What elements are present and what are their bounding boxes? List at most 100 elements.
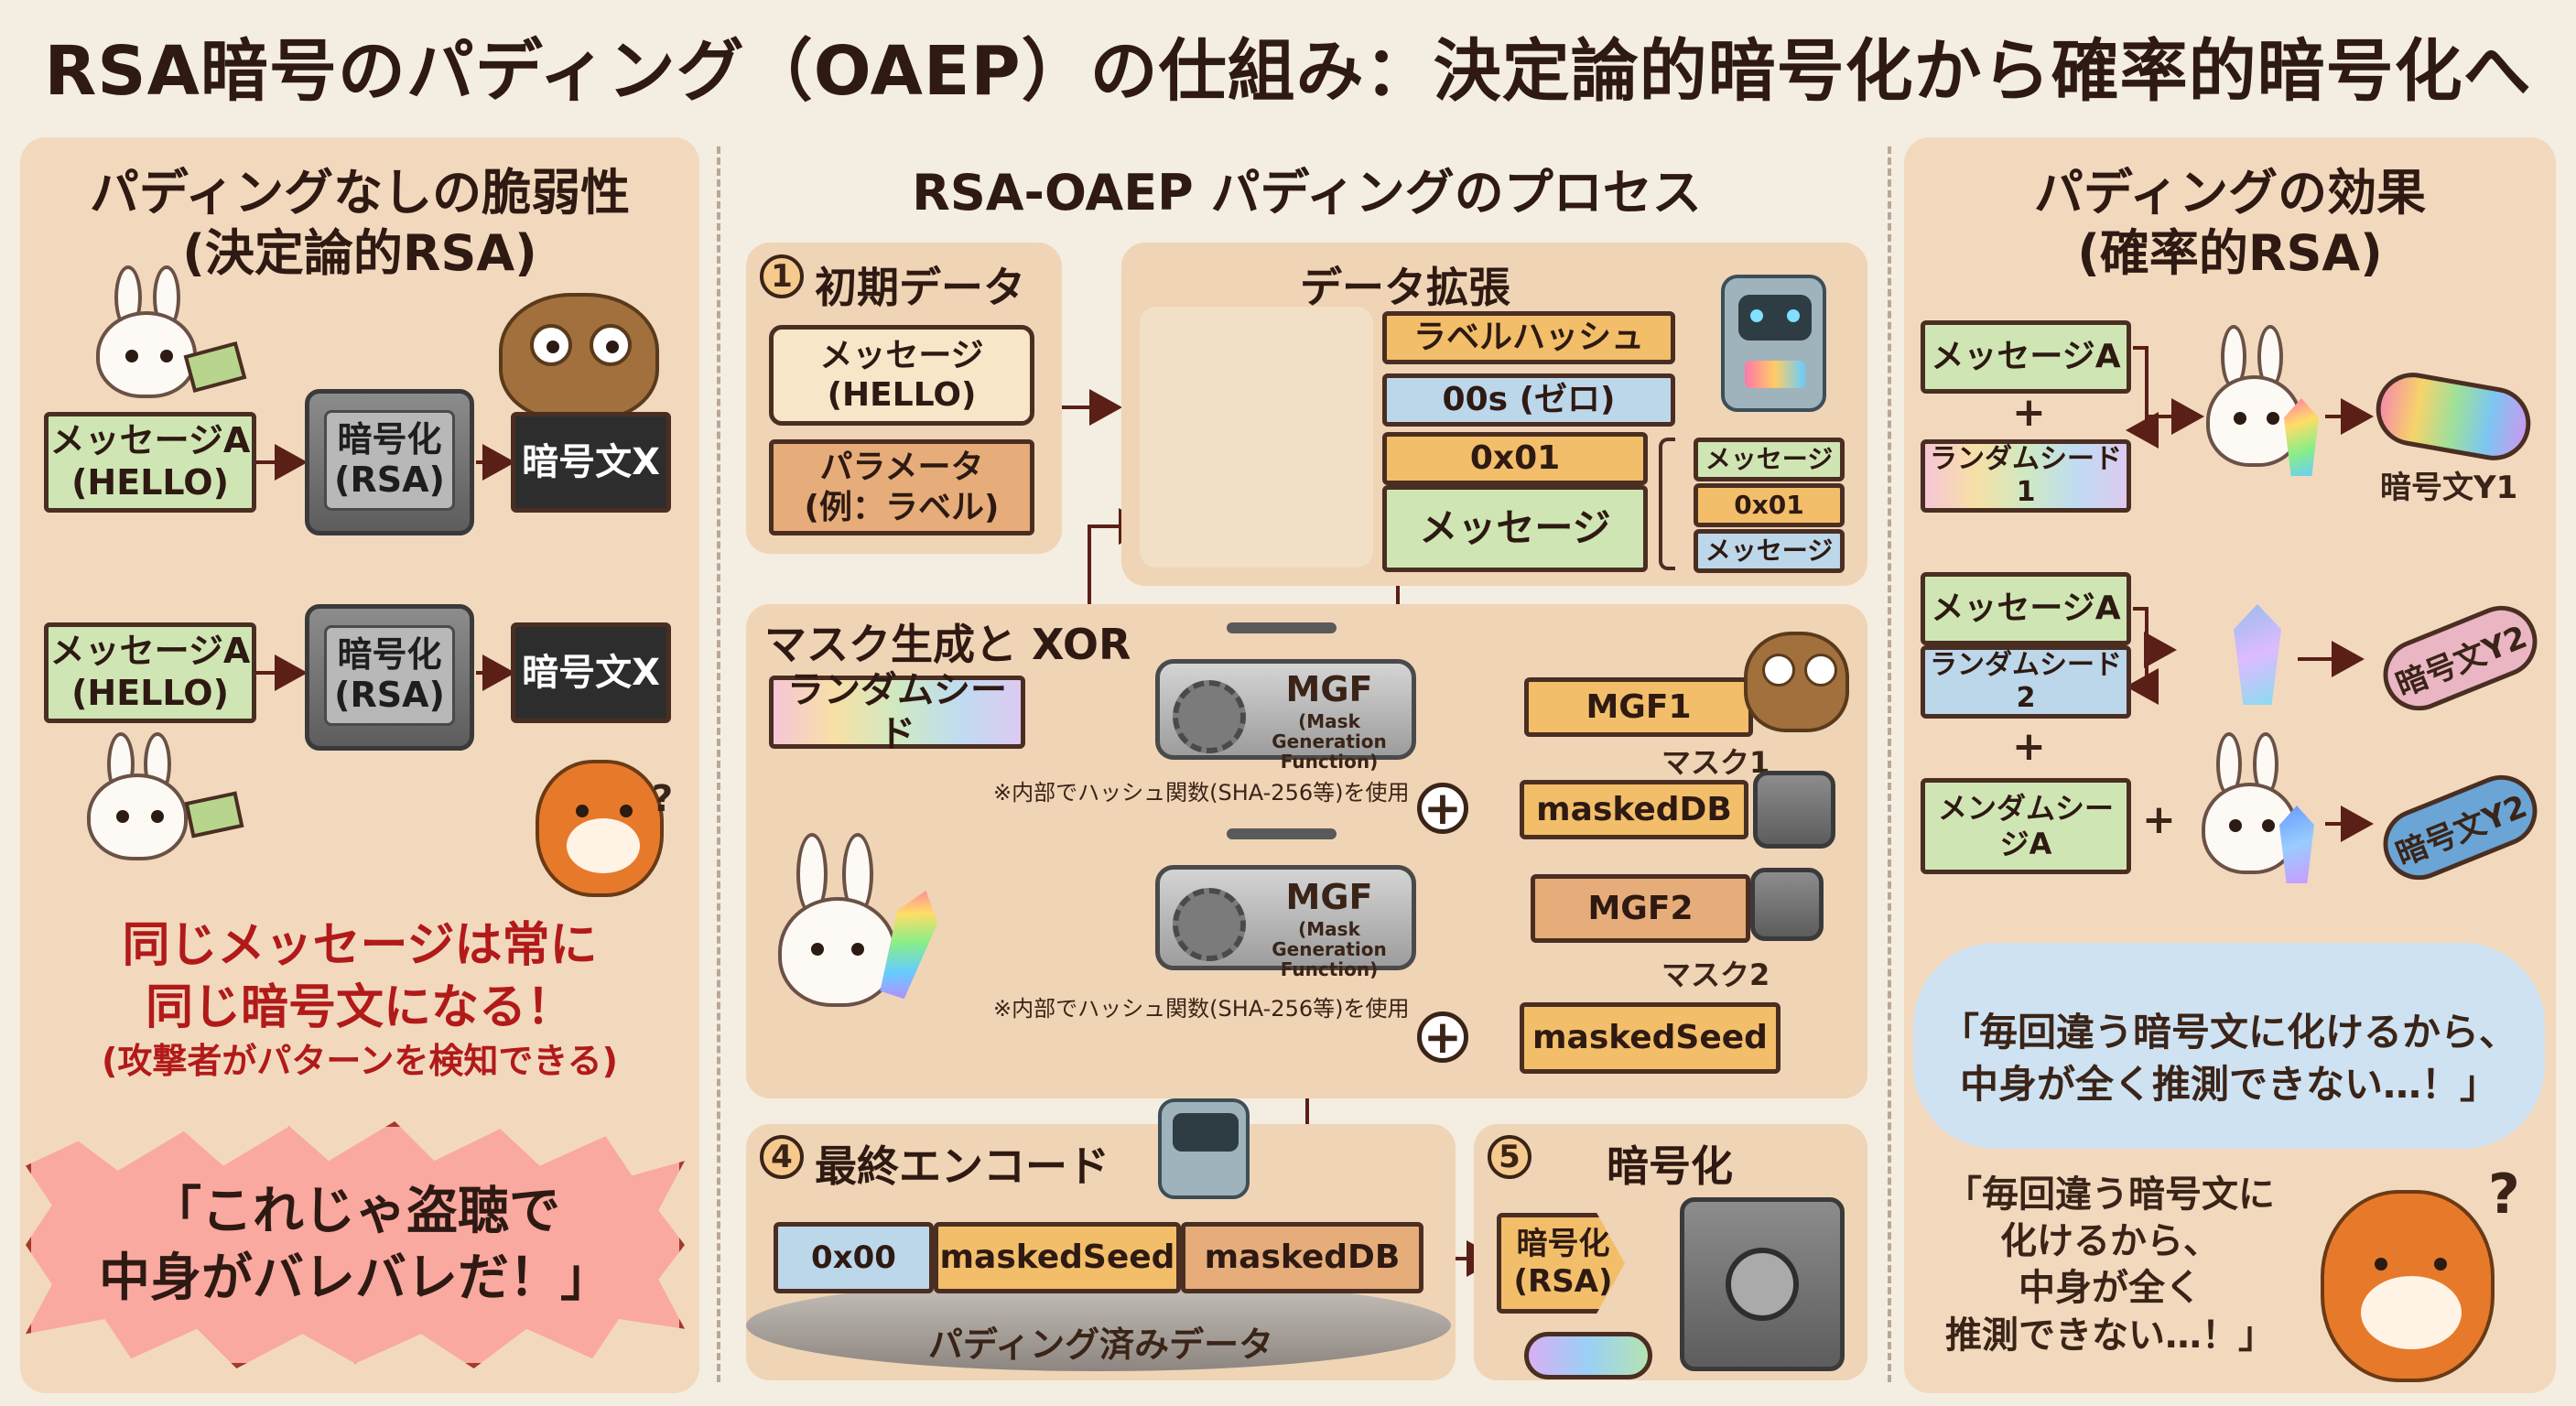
mgf-sub-2: (Mask Generation Function)	[1272, 918, 1387, 980]
right-heading-line1: パディングの効果	[2033, 164, 2427, 222]
r3-message: メンダムシージA	[1921, 778, 2131, 874]
left-message-1: メッセージA (HELLO)	[44, 412, 256, 513]
xor-icon-1: +	[1417, 783, 1468, 834]
r3-plus: +	[2142, 796, 2176, 843]
final-masked-db: maskedDB	[1181, 1222, 1423, 1293]
step4-label: 最終エンコード	[815, 1141, 1109, 1191]
robot-icon-2	[1158, 1098, 1250, 1199]
divider-left	[717, 146, 720, 1382]
left-heading-line1: パディングなしの脆弱性	[89, 164, 631, 222]
hash-note-1: ※内部でハッシュ関数(SHA-256等)を使用	[993, 780, 1410, 806]
mgf-title-1: MGF	[1285, 669, 1373, 709]
left-warning: 同じメッセージは常に 同じ暗号文になる！ (攻撃者がパターンを検知できる)	[20, 915, 699, 1085]
mid-heading: RSA-OAEP パディングのプロセス	[912, 164, 1702, 222]
expand-empty-area	[1140, 307, 1373, 568]
r2-message: メッセージA	[1921, 572, 2131, 645]
step5-label: 暗号化	[1607, 1141, 1733, 1191]
expand-bracket	[1659, 438, 1675, 570]
r2-seed: ランダムシード2	[1921, 645, 2131, 719]
r1-seed: ランダムシード1	[1921, 439, 2131, 513]
final-0x00: 0x00	[774, 1222, 934, 1293]
r1-message: メッセージA	[1921, 320, 2131, 394]
thought-cloud	[1913, 943, 2545, 1149]
zeros-box: 00s (ゼロ)	[1382, 373, 1675, 427]
expand-label: データ拡張	[1300, 263, 1510, 312]
safe-icon-1	[1753, 771, 1835, 849]
propeller-icon	[1227, 622, 1337, 633]
mgf-machine-1: MGF (Mask Generation Function)	[1155, 659, 1416, 772]
bunny-right-2	[2192, 732, 2321, 906]
crystal-icon-r2	[2234, 604, 2281, 705]
capsule-icon-1	[1524, 1332, 1652, 1379]
bracket-r2	[2126, 607, 2159, 705]
step4-number: 4	[760, 1135, 804, 1179]
mgf2-box: MGF2	[1531, 874, 1750, 943]
left-heading: パディングなしの脆弱性 (決定論的RSA)	[20, 163, 699, 284]
left-warning-line3: (攻撃者がパターンを検知できる)	[101, 1041, 619, 1082]
bunny-sender-1	[96, 265, 247, 403]
step5-number: 5	[1488, 1135, 1532, 1179]
owl-icon-2	[1744, 632, 1849, 732]
left-warning-line1: 同じメッセージは常に	[122, 918, 598, 973]
masked-db-box: maskedDB	[1520, 780, 1748, 839]
left-cipher-1: 暗号文X	[511, 412, 671, 513]
right-heading-line2: (確率的RSA)	[2077, 223, 2383, 282]
fox-line1: 「毎回違う暗号文に	[1945, 1173, 2275, 1216]
fox-line3: 中身が全く	[2019, 1267, 2202, 1310]
propeller-icon-2	[1227, 828, 1337, 839]
mgf-sub-1: (Mask Generation Function)	[1272, 710, 1387, 773]
cloud-text: 「毎回違う暗号文に化けるから、 中身が全く推測できない…！」	[1913, 1007, 2545, 1110]
cloud-line2: 中身が全く推測できない…！」	[1959, 1061, 2498, 1107]
fox-line2: 化けるから、	[2000, 1220, 2220, 1263]
final-masked-seed: maskedSeed	[934, 1222, 1181, 1293]
r1-cipher: 暗号文Y1	[2380, 470, 2518, 506]
side-one: 0x01	[1694, 483, 1845, 527]
gear-icon	[1173, 680, 1246, 753]
left-safe-1: 暗号化 (RSA)	[305, 389, 474, 535]
fox-icon-right	[2321, 1190, 2495, 1382]
left-message-2: メッセージA (HELLO)	[44, 622, 256, 723]
divider-right	[1888, 146, 1891, 1382]
left-heading-line2: (決定論的RSA)	[182, 223, 537, 282]
mask1-label: マスク1	[1661, 745, 1770, 780]
one-box: 0x01	[1382, 432, 1648, 485]
owl-icon	[499, 293, 659, 421]
fox-line4: 推測できない…！」	[1945, 1314, 2275, 1357]
step1-number: 1	[760, 254, 804, 298]
burst-line2: 中身がバレバレだ！」	[99, 1248, 612, 1308]
bunny-right-1	[2197, 325, 2325, 499]
hash-note-2: ※内部でハッシュ関数(SHA-256等)を使用	[993, 996, 1410, 1022]
bunny-crystal	[760, 833, 915, 1062]
left-warning-line2: 同じ暗号文になる！	[145, 979, 574, 1035]
encrypt-arrow: 暗号化 (RSA)	[1497, 1213, 1625, 1314]
safe-icon-2	[1750, 868, 1824, 941]
burst-line1: 「これじゃ盗聴で	[150, 1182, 560, 1241]
r3-plus-top: +	[2012, 723, 2046, 770]
label-hash: ラベルハッシュ	[1382, 311, 1675, 364]
robot-icon	[1721, 275, 1826, 412]
bunny-sender-2	[87, 732, 244, 870]
cloud-line1: 「毎回違う暗号文に化けるから、	[1940, 1010, 2517, 1054]
r1-plus: +	[2012, 389, 2046, 436]
question-icon: ?	[652, 778, 674, 820]
side-message-2: メッセージ	[1694, 529, 1845, 573]
speech-burst-text: 「これじゃ盗聴で 中身がバレバレだ！」	[26, 1179, 685, 1313]
message-box: メッセージ	[1382, 485, 1648, 572]
step1-params: パラメータ (例：ラベル)	[769, 439, 1034, 535]
mgf-machine-2: MGF (Mask Generation Function)	[1155, 865, 1416, 979]
mgf-title-2: MGF	[1285, 877, 1373, 917]
fox-speech: 「毎回違う暗号文に 化けるから、 中身が全く 推測できない…！」	[1918, 1172, 2302, 1359]
mask-label: マスク生成と XOR	[764, 620, 1131, 669]
bracket-r1	[2126, 346, 2159, 449]
xor-icon-2: +	[1417, 1011, 1468, 1063]
page-title: RSA暗号のパディング（OAEP）の仕組み：決定論的暗号化から確率的暗号化へ	[44, 32, 2532, 111]
left-encrypt-2-label: 暗号化 (RSA)	[324, 625, 455, 726]
left-safe-2: 暗号化 (RSA)	[305, 604, 474, 751]
side-message-1: メッセージ	[1694, 438, 1845, 481]
dial-icon	[1726, 1248, 1799, 1321]
left-encrypt-1-label: 暗号化 (RSA)	[324, 410, 455, 511]
step1-label: 初期データ	[815, 263, 1025, 312]
question-icon-right: ?	[2488, 1163, 2520, 1227]
mgf1-box: MGF1	[1524, 677, 1753, 737]
padded-data-label: パディング済みデータ	[927, 1325, 1274, 1365]
